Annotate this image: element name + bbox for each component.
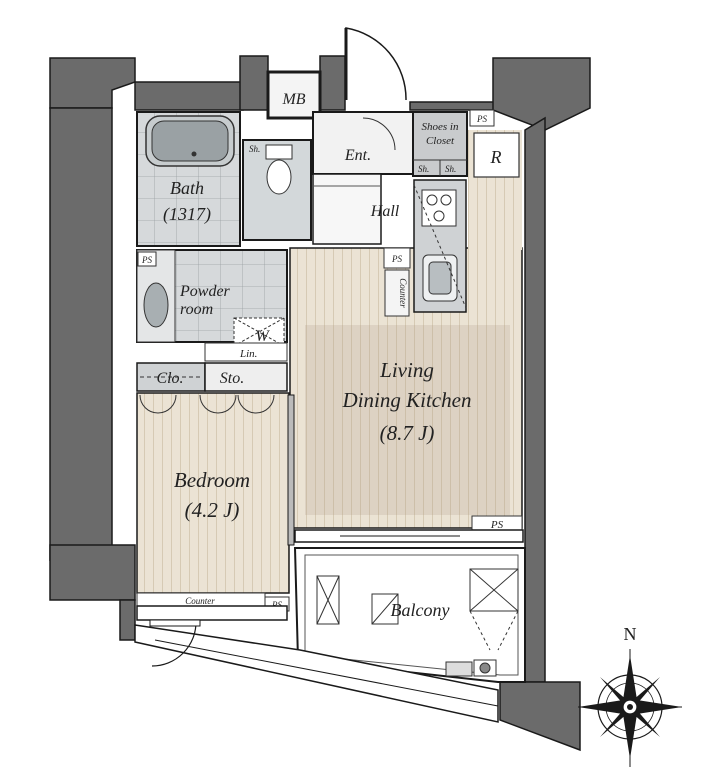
powder-label-2: room: [180, 301, 213, 318]
refrigerator-space: R: [473, 132, 520, 178]
outer-walls: [49, 55, 591, 752]
sto-label: Sto.: [220, 370, 244, 387]
counter-label: Counter: [185, 596, 215, 606]
ps-label: PS: [391, 254, 402, 264]
partition-wall: [287, 394, 295, 546]
north-label: N: [624, 624, 637, 644]
bedroom-label: Bedroom: [174, 468, 250, 492]
toilet-shelf-label: Sh.: [249, 144, 260, 154]
counter-label-vertical: Counter: [398, 278, 408, 308]
lower-walkway: [134, 619, 499, 723]
bath-label: Bath: [170, 178, 204, 198]
shoes-shelf-2: Sh.: [445, 164, 456, 174]
balcony-label: Balcony: [391, 600, 450, 620]
hall-label: Hall: [370, 203, 400, 220]
bath-size: (1317): [163, 204, 211, 225]
ent-label: Ent.: [344, 147, 371, 164]
bedroom: Bedroom (4.2 J): [136, 392, 290, 594]
ps-top-right: PS: [469, 109, 495, 127]
toilet-room: Sh.: [242, 139, 312, 241]
bedroom-size: (4.2 J): [185, 498, 240, 522]
ldk-size: (8.7 J): [380, 421, 435, 445]
balcony: Balcony: [293, 547, 526, 683]
clo-label: Clo.: [156, 370, 183, 387]
washer-label: W: [255, 328, 270, 345]
front-windows: [136, 529, 524, 621]
bathroom: Bath (1317): [136, 111, 241, 247]
linen-label: Lin.: [239, 348, 257, 360]
hall-counter: PS Counter: [383, 247, 411, 317]
shoes-label-1: Shoes in: [422, 121, 459, 133]
shoes-label-2: Closet: [426, 135, 455, 147]
shoes-closet: Shoes in Closet Sh. Sh.: [412, 111, 468, 177]
ldk-label-2: Dining Kitchen: [342, 388, 472, 412]
mb-label: MB: [281, 91, 305, 108]
ldk-label-1: Living: [379, 358, 434, 382]
ps-label: PS: [490, 519, 504, 531]
mb-closet: MB: [266, 70, 322, 120]
ps-label: PS: [141, 255, 152, 265]
ps-label: PS: [476, 114, 487, 124]
ps-ldk-bottom: PS: [471, 515, 523, 533]
ps-label: PS: [271, 600, 282, 610]
entrance-hall: Ent. Hall: [312, 27, 414, 283]
r-label: R: [490, 147, 502, 167]
closet-storage-row: Clo. Sto.: [136, 362, 288, 392]
powder-label-1: Powder: [179, 283, 231, 300]
shoes-shelf-1: Sh.: [418, 164, 429, 174]
kitchen-counter: [413, 179, 467, 313]
compass-rose: N: [578, 624, 682, 767]
powder-room: PS Powder room W Lin.: [136, 249, 288, 362]
